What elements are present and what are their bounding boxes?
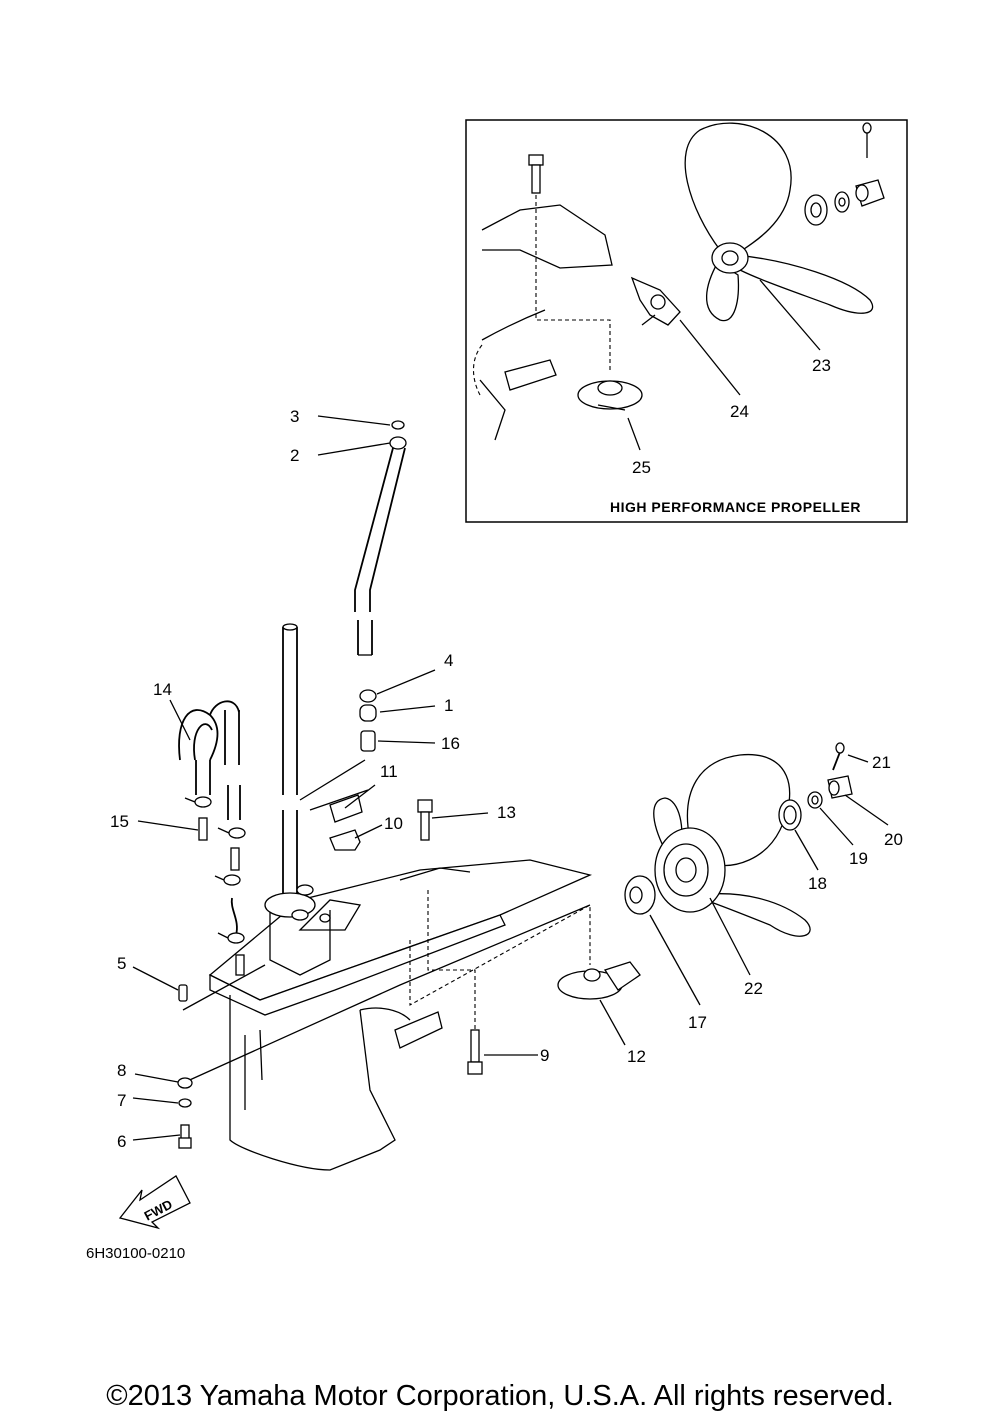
inset-bolt xyxy=(528,154,611,370)
callout-13: 13 xyxy=(497,803,516,822)
part-5-pin xyxy=(178,984,188,1002)
callout-4: 4 xyxy=(444,651,453,670)
inset-propeller-23 xyxy=(684,122,874,322)
callout-17: 17 xyxy=(688,1013,707,1032)
shift-rod-2 xyxy=(354,420,407,656)
callout-7: 7 xyxy=(117,1091,126,1110)
inset-lower-unit xyxy=(472,204,613,441)
inset-leaders xyxy=(627,279,821,451)
callout-8: 8 xyxy=(117,1061,126,1080)
callout-11: 11 xyxy=(380,762,398,781)
inset-hardware xyxy=(804,122,885,226)
copyright-notice: ©2013 Yamaha Motor Corporation, U.S.A. A… xyxy=(106,1380,894,1412)
shift-rod-seals xyxy=(359,689,377,752)
main-leaders xyxy=(132,415,889,1141)
inset-panel: 23 24 25 HIGH PERFORMANCE PROPELLER xyxy=(465,119,908,523)
part-2-end xyxy=(389,436,407,450)
callout-20: 20 xyxy=(884,830,903,849)
callout-3: 3 xyxy=(290,407,299,426)
inset-anode-25 xyxy=(577,380,643,411)
callout-12: 12 xyxy=(627,1047,646,1066)
callout-23: 23 xyxy=(812,356,831,375)
callout-5: 5 xyxy=(117,954,126,973)
hose-fittings-15 xyxy=(184,796,246,944)
callout-9: 9 xyxy=(540,1046,549,1065)
propeller-22 xyxy=(653,754,811,937)
prop-hardware xyxy=(778,742,853,831)
callout-1: 1 xyxy=(444,696,453,715)
bolt-9 xyxy=(467,1029,483,1075)
inset-title: HIGH PERFORMANCE PROPELLER xyxy=(610,499,861,515)
fwd-arrow: FWD xyxy=(118,1175,191,1230)
assembly-guides xyxy=(182,759,591,1084)
part-4-washer xyxy=(359,689,377,703)
anode-12 xyxy=(557,961,641,1000)
part-21-cotter-pin xyxy=(832,751,841,771)
gearcase-body xyxy=(208,859,592,1171)
callout-16: 16 xyxy=(441,734,460,753)
callout-10: 10 xyxy=(384,814,403,833)
callout-21: 21 xyxy=(872,753,891,772)
part-10 xyxy=(329,829,361,851)
hose-14 xyxy=(178,700,241,820)
part-1-grommet xyxy=(359,704,377,722)
callout-24: 24 xyxy=(730,402,749,421)
inset-washer-24 xyxy=(630,276,681,326)
trim-tab-parts xyxy=(329,794,363,851)
callout-25: 25 xyxy=(632,458,651,477)
part-8-washer xyxy=(177,1077,193,1089)
callout-19: 19 xyxy=(849,849,868,868)
callout-2: 2 xyxy=(290,446,299,465)
callout-15: 15 xyxy=(110,812,129,831)
small-fasteners xyxy=(177,984,193,1149)
thrust-washer-17 xyxy=(624,875,656,915)
callout-14: 14 xyxy=(153,680,172,699)
water-tube xyxy=(282,623,298,895)
callout-22: 22 xyxy=(744,979,763,998)
part-16-bushing xyxy=(360,730,376,752)
part-7-lockwasher xyxy=(178,1098,192,1108)
callout-18: 18 xyxy=(808,874,827,893)
diagram-code: 6H30100-0210 xyxy=(86,1245,185,1262)
bolt-13 xyxy=(417,799,433,841)
callout-6: 6 xyxy=(117,1132,126,1151)
part-3-washer xyxy=(391,420,405,430)
